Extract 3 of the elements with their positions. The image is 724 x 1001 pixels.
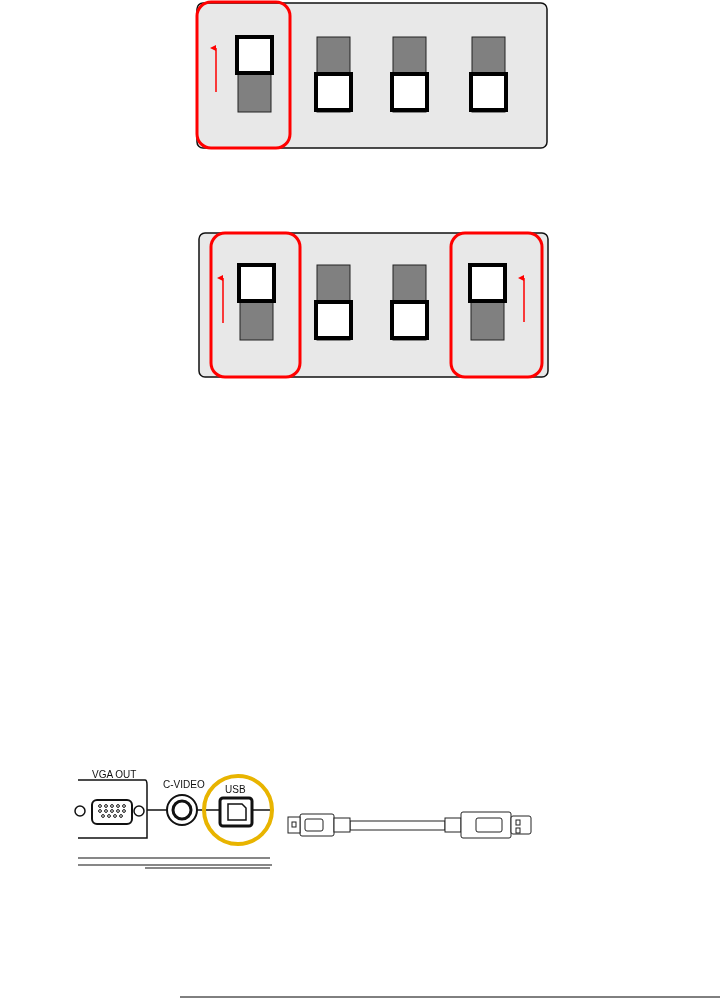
port-label: USB [225, 785, 246, 795]
port-label: C-VIDEO [163, 780, 205, 790]
port-label: VGA OUT [92, 770, 137, 780]
